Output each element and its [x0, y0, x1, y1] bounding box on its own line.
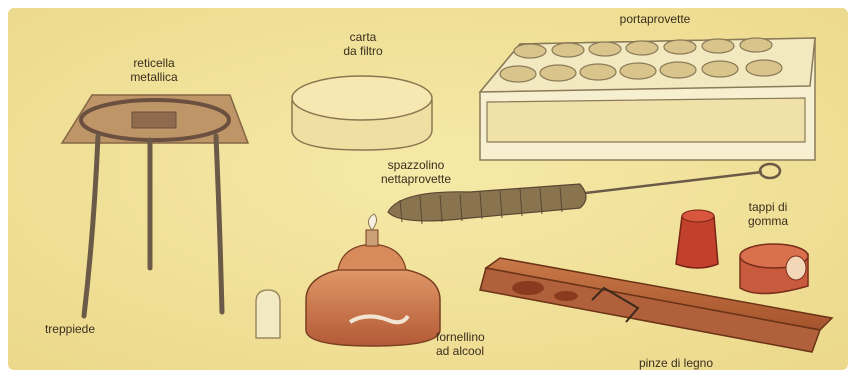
- label-reticella-line1: reticella: [114, 56, 194, 70]
- label-reticella: reticella metallica: [114, 56, 194, 84]
- label-fornellino-line2: ad alcool: [436, 344, 526, 358]
- label-reticella-line2: metallica: [114, 70, 194, 84]
- label-fornellino: fornellino ad alcool: [436, 330, 526, 358]
- label-pinze-line1: pinze di legno: [616, 356, 736, 370]
- label-spazzolino-line1: spazzolino: [366, 158, 466, 172]
- filter-paper-box: [292, 76, 432, 150]
- label-fornellino-line1: fornellino: [436, 330, 526, 344]
- label-tappi: tappi di gomma: [730, 200, 806, 228]
- label-portaprovette: portaprovette: [600, 12, 710, 26]
- label-carta-line2: da filtro: [318, 44, 408, 58]
- burner-neck: [366, 230, 378, 246]
- tongs-grip-mark-2: [554, 291, 578, 301]
- gauze-center: [132, 112, 176, 128]
- filter-paper-top: [292, 76, 432, 120]
- stopper-red-top: [682, 210, 714, 222]
- label-treppiede-line1: treppiede: [30, 322, 110, 336]
- label-tappi-line2: gomma: [730, 214, 806, 228]
- small-stopper: [256, 290, 280, 338]
- label-portaprovette-line1: portaprovette: [600, 12, 710, 26]
- burner-base: [306, 266, 440, 346]
- label-treppiede: treppiede: [30, 322, 110, 336]
- tongs-grip-mark-1: [512, 281, 544, 295]
- test-tube-rack: [480, 38, 815, 160]
- label-pinze: pinze di legno: [616, 356, 736, 370]
- rack-opening: [487, 98, 805, 142]
- label-spazzolino-line2: nettaprovette: [366, 172, 466, 186]
- label-spazzolino: spazzolino nettaprovette: [366, 158, 466, 186]
- label-tappi-line1: tappi di: [730, 200, 806, 214]
- label-carta-line1: carta: [318, 30, 408, 44]
- stopper-pink-hole: [786, 256, 806, 280]
- label-carta: carta da filtro: [318, 30, 408, 58]
